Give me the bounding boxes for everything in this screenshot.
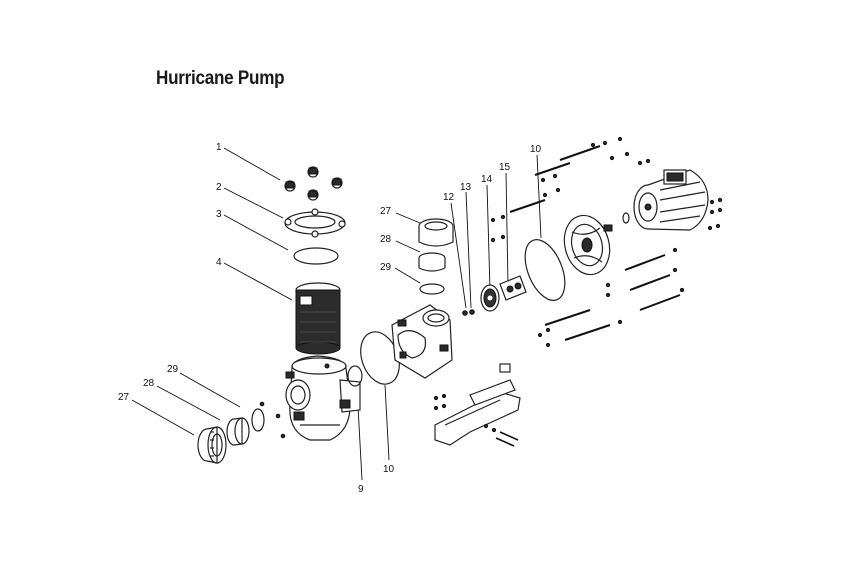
part-29-o-ring-upper xyxy=(419,283,445,295)
part-14-impeller xyxy=(480,284,500,312)
part-10-gasket-rear xyxy=(524,239,566,301)
part-1-lid-knobs xyxy=(284,166,343,201)
part-3-lid-o-ring xyxy=(293,247,339,265)
part-27-union-nut-upper xyxy=(418,218,454,247)
label-part-10-rear: 10 xyxy=(530,144,542,155)
strainer-pot-housing xyxy=(259,355,361,441)
label-part-14: 14 xyxy=(481,174,493,185)
part-29-o-ring-left xyxy=(251,408,265,432)
label-part-3: 3 xyxy=(216,209,222,220)
motor-base-foot xyxy=(433,363,521,447)
label-part-4: 4 xyxy=(216,257,222,268)
pump-volute-body xyxy=(391,304,453,379)
part-27-union-nut-left xyxy=(197,426,227,464)
label-part-15: 15 xyxy=(499,162,511,173)
label-part-29-left: 29 xyxy=(167,364,179,375)
label-part-13: 13 xyxy=(460,182,472,193)
nuts-and-washers xyxy=(490,136,723,348)
part-9-o-ring xyxy=(347,365,363,387)
part-4-strainer-basket xyxy=(295,282,341,355)
electric-motor xyxy=(622,169,709,231)
seal-plate xyxy=(563,214,613,276)
through-bolts xyxy=(509,145,681,341)
label-part-1: 1 xyxy=(216,142,222,153)
label-part-27-left: 27 xyxy=(118,392,130,403)
part-15-mechanical-seal xyxy=(499,275,527,301)
part-28-union-tail-upper xyxy=(418,252,446,272)
label-part-28-upper: 28 xyxy=(380,234,392,245)
label-part-10-front: 10 xyxy=(383,464,395,475)
label-part-29-upper: 29 xyxy=(380,262,392,273)
diagram-title: Hurricane Pump xyxy=(156,68,285,89)
part-number-labels: 1 2 3 4 9 10 10 12 13 14 15 27 28 29 29 … xyxy=(118,142,542,495)
label-part-28-left: 28 xyxy=(143,378,155,389)
part-2-strainer-lid xyxy=(284,208,346,238)
part-28-union-tail-left xyxy=(226,417,250,446)
label-part-12: 12 xyxy=(443,192,455,203)
label-part-9: 9 xyxy=(358,484,364,495)
part-12-13-seal-washers xyxy=(462,309,475,316)
label-part-2: 2 xyxy=(216,182,222,193)
label-part-27-upper: 27 xyxy=(380,206,392,217)
